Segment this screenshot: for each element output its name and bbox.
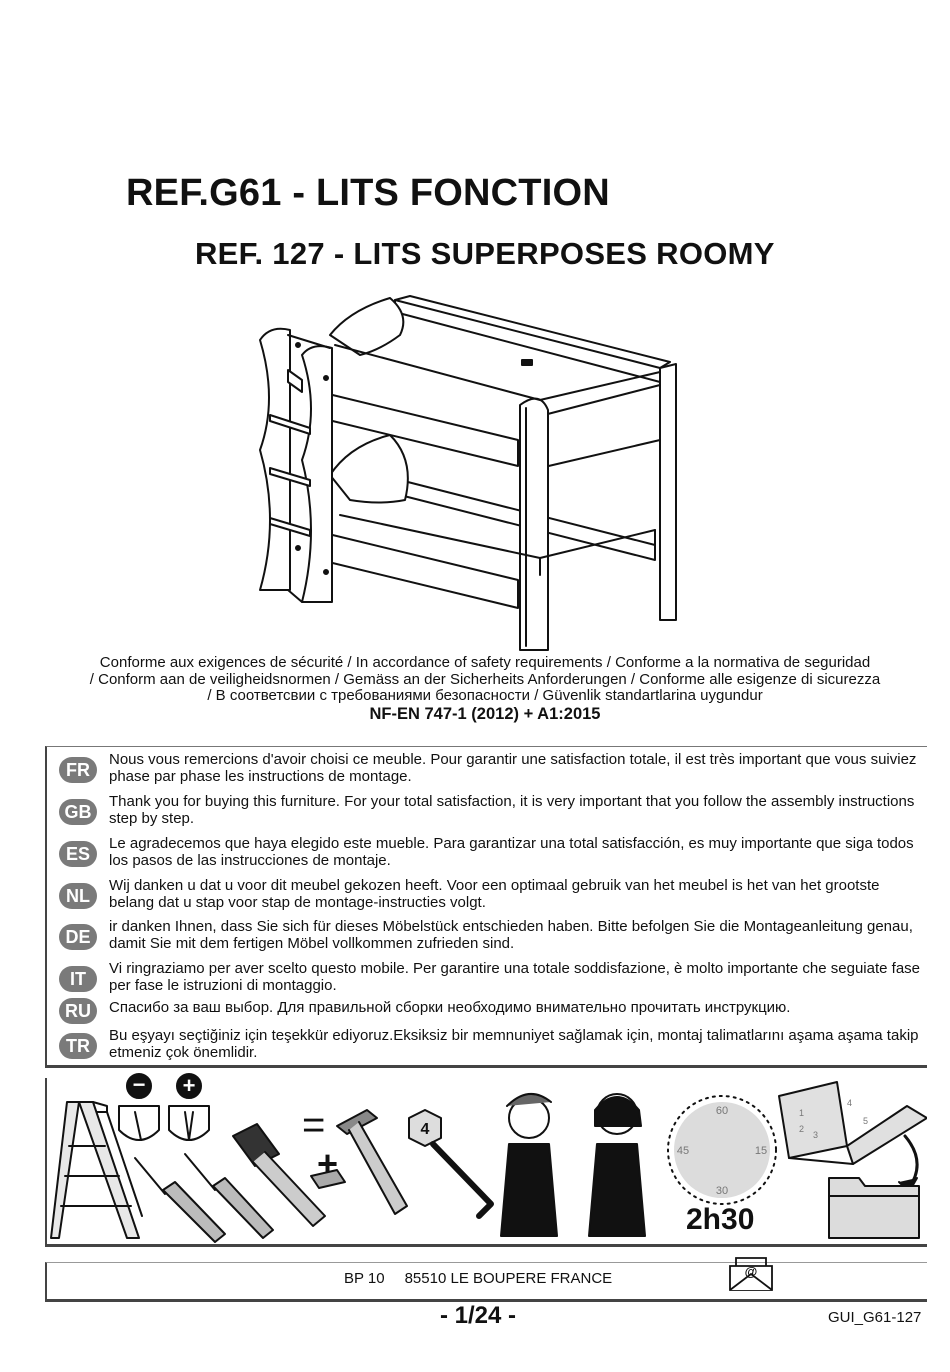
lang-text: Le agradecemos que haya elegido este mue…: [109, 835, 914, 869]
conformity-line-1: Conforme aux exigences de sécurité / In …: [99, 654, 871, 671]
lang-badge: DE: [59, 924, 97, 950]
phillips-screwdriver-icon: [184, 1153, 274, 1239]
rubber-mallet-icon: [232, 1123, 326, 1227]
clock-tick-15: 15: [755, 1145, 767, 1157]
clock-icon: 60 15 30 45: [667, 1095, 777, 1205]
document-reference: GUI_G61-127: [828, 1309, 922, 1326]
allen-key-size: 4: [421, 1121, 430, 1138]
lang-text: Bu eşyayı seçtiğiniz için teşekkür ediyo…: [109, 1027, 919, 1061]
clock-tick-60: 60: [716, 1105, 728, 1117]
po-box: BP 10: [344, 1270, 385, 1287]
equals-symbol: =: [302, 1103, 325, 1147]
minus-symbol: −: [126, 1072, 152, 1099]
lang-badge: FR: [59, 757, 97, 783]
phillips-tip-blade: [184, 1111, 194, 1141]
book-page-5: 5: [863, 1116, 868, 1126]
flat-tip-blade: [134, 1111, 142, 1141]
ladder-icon: [50, 1101, 143, 1239]
footer-panel: [45, 1262, 927, 1302]
lang-badge: ES: [59, 841, 97, 867]
lang-badge: TR: [59, 1033, 97, 1059]
lang-badge: NL: [59, 883, 97, 909]
lang-badge: RU: [59, 998, 97, 1024]
book-page-3: 3: [813, 1130, 818, 1140]
book-page-1: 1: [799, 1108, 804, 1118]
at-sign: @: [745, 1264, 758, 1279]
flat-screwdriver-icon: [134, 1157, 226, 1243]
clock-tick-30: 30: [716, 1185, 728, 1197]
conformity-line-2: / Conform aan de veiligheidsnormen / Gem…: [89, 670, 881, 688]
conformity-line-3: / В соответсвии с требованиями безопасно…: [207, 687, 763, 704]
document-subtitle: REF. 127 - LITS SUPERPOSES ROOMY: [195, 236, 775, 271]
tools-illustration: − + = + 4: [50, 1072, 927, 1243]
lang-text: ir danken Ihnen, dass Sie sich für diese…: [109, 918, 913, 952]
hammer-icon: +: [310, 1109, 408, 1215]
email-icon: @: [729, 1257, 773, 1291]
document-title: REF.G61 - LITS FONCTION: [126, 172, 610, 214]
postal-address: 85510 LE BOUPERE FRANCE: [404, 1270, 613, 1287]
plus-symbol: +: [176, 1073, 202, 1099]
folder-icon: [828, 1177, 920, 1239]
tools-panel: [45, 1078, 927, 1247]
instruction-book-icon: 1 2 3 4 5: [778, 1081, 927, 1193]
page-number: - 1/24 -: [440, 1302, 517, 1329]
book-page-4: 4: [847, 1098, 852, 1108]
lang-text: Vi ringraziamo per aver scelto questo mo…: [109, 960, 921, 994]
multilingual-notice: FR Nous vous remercions d'avoir choisi c…: [45, 746, 927, 1068]
bunk-bed-illustration: [259, 295, 677, 651]
phillips-screwdriver-tip-icon: [168, 1105, 210, 1141]
conformity-statement: Conforme aux exigences de sécurité / In …: [40, 654, 930, 723]
lang-text: Wij danken u dat u voor dit meubel gekoz…: [109, 877, 880, 911]
lang-text: Thank you for buying this furniture. For…: [109, 793, 915, 827]
two-persons-icon: [500, 1093, 646, 1237]
assembly-time: 2h30: [686, 1203, 755, 1236]
lang-badge: GB: [59, 799, 97, 825]
clock-tick-45: 45: [677, 1145, 689, 1157]
book-page-2: 2: [799, 1124, 804, 1134]
plus-symbol-text: +: [183, 1073, 196, 1098]
safety-standard: NF-EN 747-1 (2012) + A1:2015: [369, 704, 601, 723]
minus-symbol-text: −: [133, 1072, 146, 1097]
lang-text: Nous vous remercions d'avoir choisi ce m…: [109, 751, 917, 785]
allen-key-icon: 4: [408, 1109, 494, 1219]
lang-badge: IT: [59, 966, 97, 992]
lang-text: Спасибо за ваш выбор. Для правильной сбо…: [109, 999, 791, 1016]
company-address: BP 10 85510 LE BOUPERE FRANCE: [344, 1270, 612, 1287]
